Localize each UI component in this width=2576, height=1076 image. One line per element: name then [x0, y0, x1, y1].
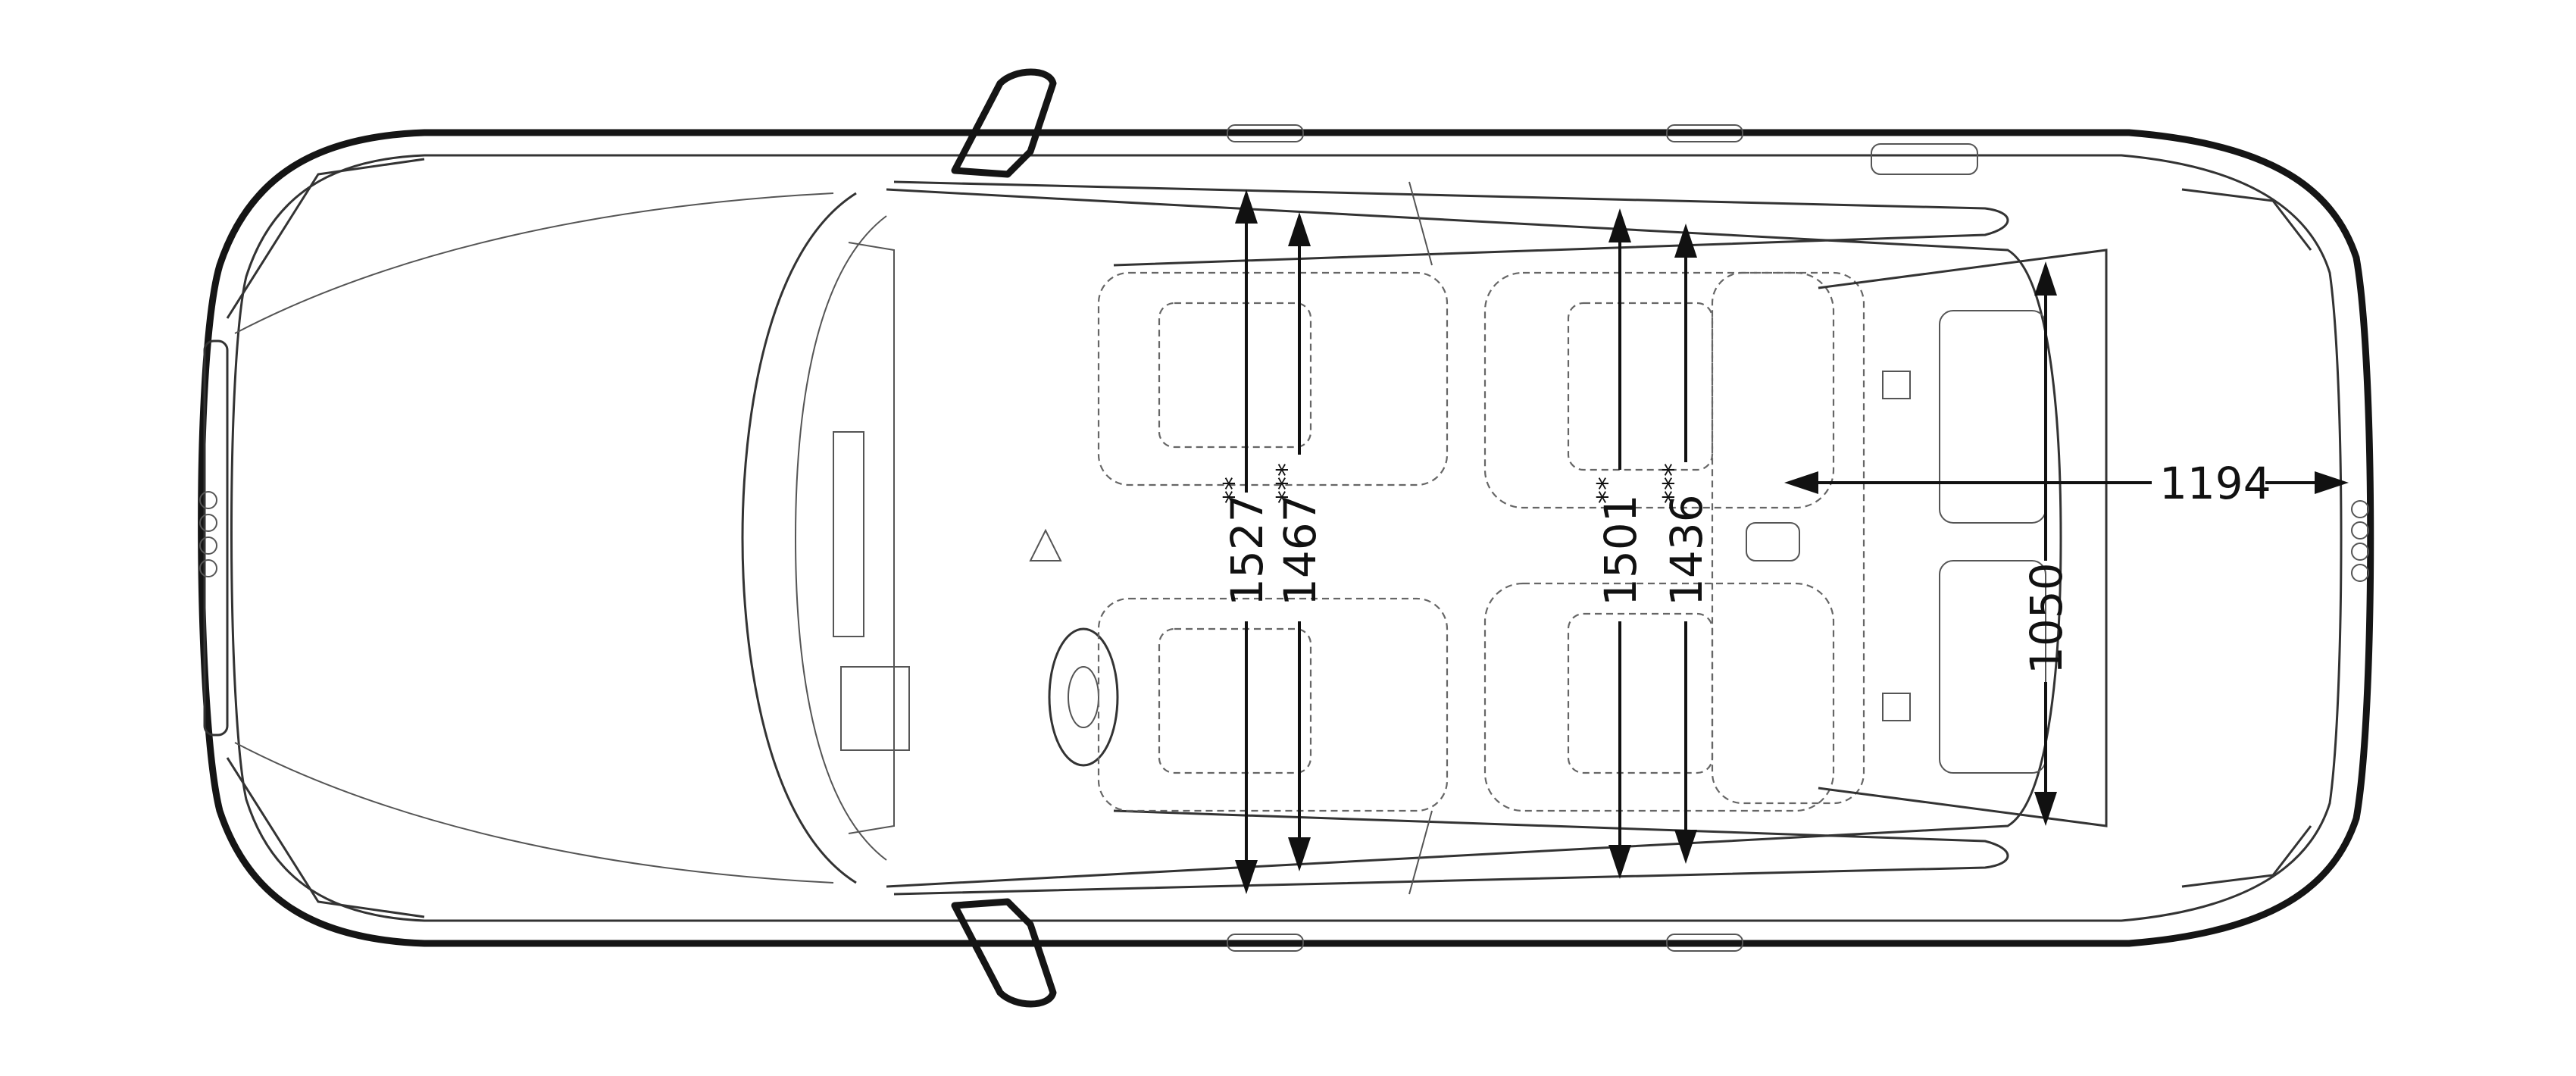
front-right-seat [1097, 597, 1449, 812]
dimension-cargo-length: 1194 [1784, 458, 2349, 509]
arrow-1436-top [1674, 224, 1697, 258]
arrow-1467-bottom [1288, 837, 1311, 871]
b-pillar-bottom [1408, 810, 1433, 895]
windshield-inner [794, 215, 887, 861]
rear-left-seat-cushion [1567, 302, 1714, 471]
rear-seat-backrest [1711, 271, 1865, 805]
door-handle-front-left [1227, 124, 1304, 142]
trunk-panel-top [1939, 310, 2046, 524]
rear-right-seat [1483, 582, 1835, 812]
dim-mark-1436: *** [1658, 463, 1689, 504]
arrow-1050-top [2034, 261, 2057, 296]
rear-right-seat-cushion [1567, 612, 1714, 774]
dim-label-1436: 1436 [1661, 494, 1712, 606]
dim-mark-1527: ** [1218, 477, 1249, 504]
windshield [741, 192, 857, 884]
dim-label-1501: 1501 [1595, 494, 1646, 606]
side-mirrors [951, 68, 1057, 1008]
dim-label-1527: 1527 [1221, 494, 1273, 606]
dim-mark-1467: *** [1271, 463, 1302, 504]
cabin [741, 124, 2062, 952]
dashboard [848, 242, 895, 834]
hood-crease-bottom [234, 742, 834, 884]
arrow-1527-top [1235, 189, 1258, 224]
front-left-seat-cushion [1158, 302, 1312, 449]
right-mirror [951, 898, 1057, 1008]
car-body [198, 129, 2374, 947]
arrow-1501-top [1608, 208, 1631, 242]
door-handle-front-right [1227, 934, 1304, 952]
rear-left-seat [1483, 271, 1835, 509]
hood-crease-top [234, 192, 834, 334]
right-side-windows [893, 809, 2009, 896]
rear-taillight-bottom [2181, 825, 2312, 888]
trunk-opening [1818, 249, 2108, 827]
dim-label-1050: 1050 [2021, 562, 2072, 674]
door-handle-rear-left [1666, 124, 1743, 142]
dimension-front-shoulder: 1527 ** [1218, 189, 1273, 894]
arrow-1050-bottom [2034, 792, 2057, 826]
front-left-seat [1097, 271, 1449, 486]
arrow-1501-bottom [1608, 845, 1631, 879]
dimension-rear-elbow: 1436 *** [1658, 224, 1712, 864]
left-side-windows [893, 180, 2009, 267]
trunk-hook-top [1882, 371, 1911, 399]
rear-roof-antenna [1871, 143, 1978, 175]
dimension-front-elbow: 1467 *** [1271, 212, 1326, 871]
dim-mark-1501: ** [1592, 477, 1623, 504]
steering-wheel-hub [1068, 666, 1099, 728]
dimension-cargo-width: 1050 [2021, 261, 2072, 826]
b-pillar-top [1408, 181, 1433, 266]
dim-label-1467: 1467 [1274, 494, 1326, 606]
trunk-panel-bottom [1939, 560, 2046, 774]
trunk-hook-bottom [1882, 693, 1911, 721]
front-headlight-bottom [226, 757, 425, 918]
arrow-1194-right [2315, 471, 2349, 494]
dimension-rear-shoulder: 1501 ** [1592, 208, 1646, 879]
arrow-1436-bottom [1674, 830, 1697, 864]
trunk [1746, 143, 2108, 827]
steering-wheel [1048, 627, 1119, 767]
front-headlight-top [226, 158, 425, 319]
front-logo [199, 491, 217, 577]
arrow-1467-top [1288, 212, 1311, 246]
arrow-1527-bottom [1235, 860, 1258, 894]
body-shoulder-line [230, 154, 2343, 922]
triangle-symbol [1029, 528, 1062, 561]
arrow-1194-left [1784, 471, 1818, 494]
rear-taillight-top [2181, 188, 2312, 251]
roof-outline [886, 188, 2062, 888]
door-handle-rear-right [1666, 934, 1743, 952]
body-outline [198, 129, 2374, 947]
dim-label-1194: 1194 [2159, 458, 2271, 509]
front-right-seat-cushion [1158, 627, 1312, 774]
rear-logo [2351, 500, 2369, 582]
glovebox [840, 666, 910, 751]
seats [1097, 271, 1865, 812]
left-mirror [951, 68, 1057, 178]
trunk-latch [1746, 522, 1800, 561]
center-display [833, 431, 864, 637]
